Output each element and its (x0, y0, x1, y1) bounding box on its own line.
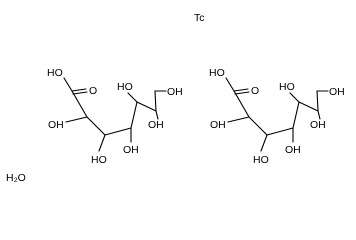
left-bond-c5-oh (127, 92, 138, 103)
structure-canvas: Tc H₂O HO O OH HO OH HO OH OH (6, 12, 345, 184)
right-bond-c5-c6 (298, 101, 319, 112)
right-bond-c6-c7 (316, 90, 319, 112)
right-bond-c1-o-double-a (233, 88, 249, 92)
left-bond-c5-c6 (136, 101, 157, 112)
left-bond-c1-o-double-b (72, 91, 88, 95)
left-bond-c6-oh (155, 110, 159, 120)
right-bond-c1-c2 (233, 90, 250, 118)
right-heptonic-acid: HO O OH HO OH HO OH OH (209, 67, 345, 166)
right-bond-c3-oh (260, 134, 268, 152)
right-bond-c2-oh (227, 116, 250, 123)
right-c3-oh-label: HO (253, 154, 269, 166)
left-bond-c3-oh (98, 134, 106, 152)
left-bond-c1-o-double-a (71, 88, 87, 92)
left-bond-c2-c3 (86, 116, 106, 136)
right-bond-c3-c4 (266, 127, 294, 136)
left-c7-oh-label: OH (167, 86, 183, 98)
right-bond-c6-oh (317, 110, 321, 120)
left-bond-c4-c5 (130, 101, 138, 129)
water-label: H₂O (6, 172, 26, 184)
right-bond-c1-o-double-b (234, 91, 250, 95)
left-c4-oh-label: OH (123, 144, 139, 156)
left-bond-c6-c7 (154, 90, 157, 112)
left-c3-oh-label: HO (91, 154, 107, 166)
right-carbonyl-o-label: O (251, 85, 259, 97)
right-c6-oh-label: OH (310, 119, 326, 131)
right-bond-c5-oh (289, 92, 300, 103)
right-c5-oh-label: HO (279, 81, 295, 93)
right-bond-c2-c3 (248, 116, 268, 136)
left-bond-c1-oh (63, 77, 73, 92)
right-carboxyl-oh-label: HO (209, 67, 225, 79)
right-bond-c4-c5 (292, 101, 300, 129)
left-c2-oh-label: OH (48, 119, 64, 131)
left-bond-c1-c2 (71, 90, 88, 118)
right-c2-oh-label: OH (210, 119, 226, 131)
right-c4-oh-label: OH (285, 144, 301, 156)
right-bond-c1-oh (225, 77, 235, 92)
left-carbonyl-o-label: O (89, 85, 97, 97)
technetium-label: Tc (194, 12, 205, 24)
left-carboxyl-oh-label: HO (47, 67, 63, 79)
left-bond-c2-oh (65, 116, 88, 123)
left-c6-oh-label: OH (148, 119, 164, 131)
left-c5-oh-label: HO (117, 81, 133, 93)
left-bond-c3-c4 (104, 127, 132, 136)
left-heptonic-acid: HO O OH HO OH HO OH OH (47, 67, 183, 166)
right-c7-oh-label: OH (329, 86, 345, 98)
